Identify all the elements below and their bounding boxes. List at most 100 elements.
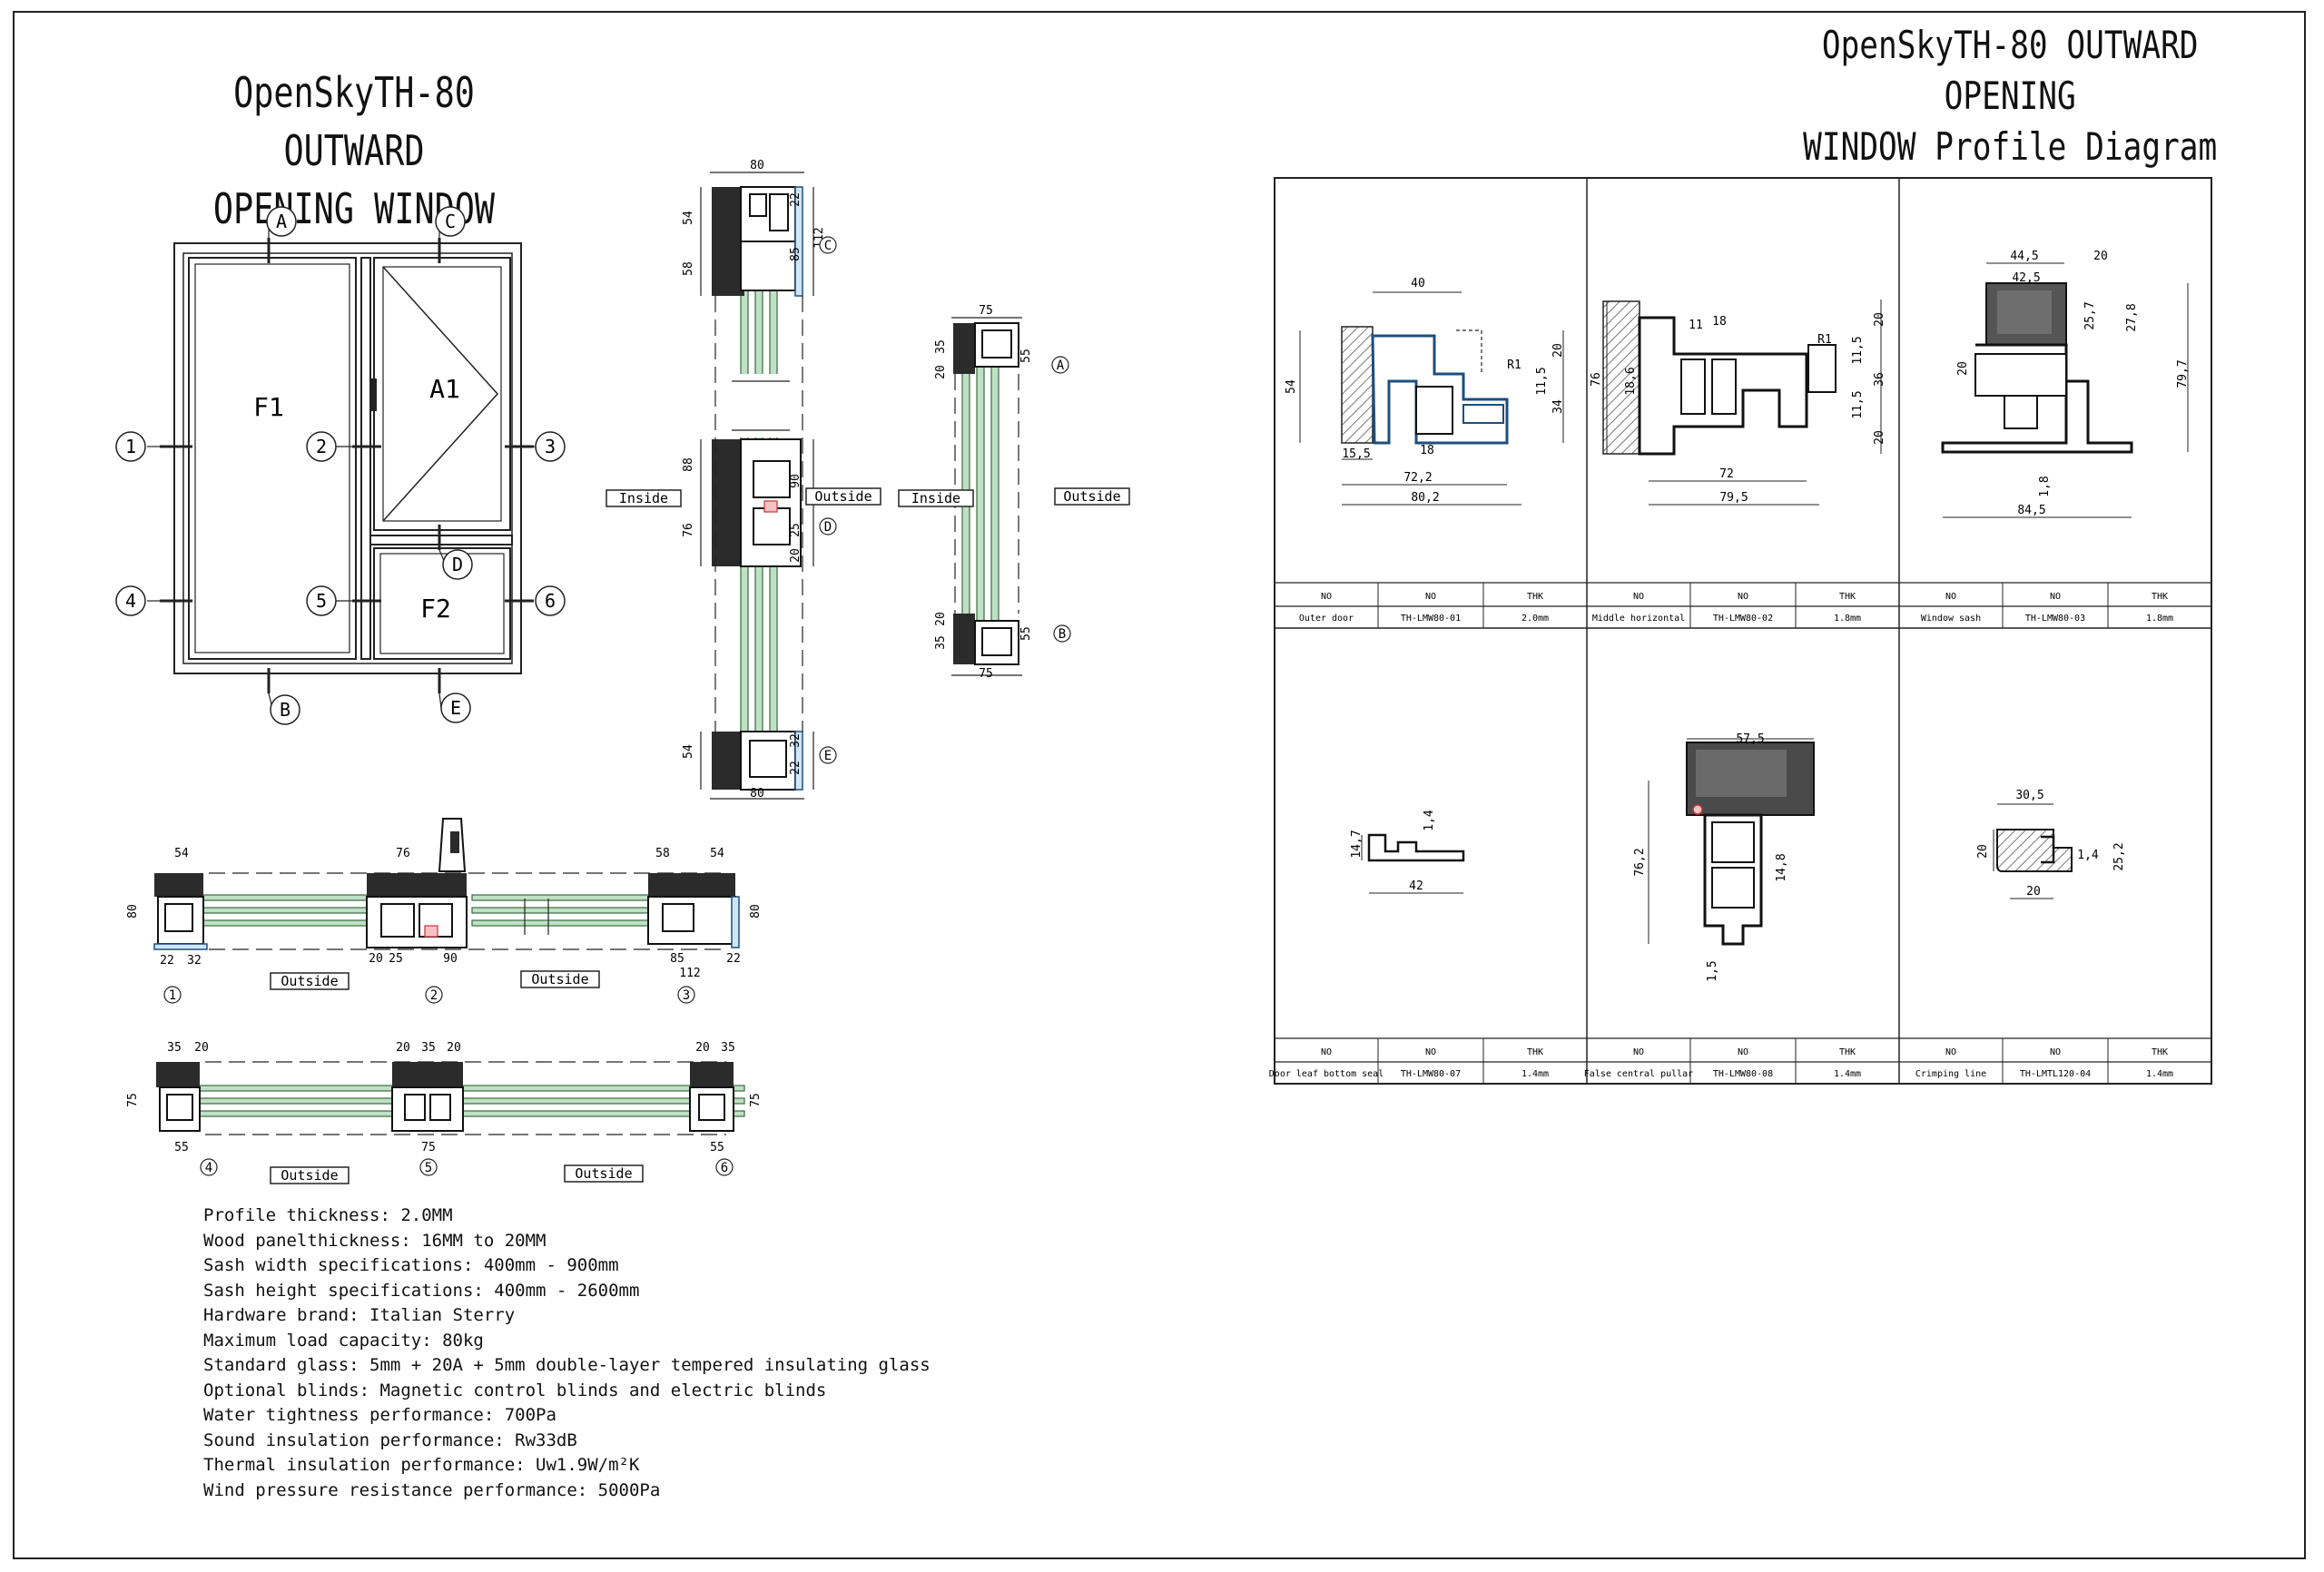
- panel-label-f2: F2: [420, 594, 451, 624]
- profile-middle-horizontal-dims: 11 18 76 18,6 72 79,5 20 11,5 36 11,5 20…: [1590, 312, 1886, 505]
- profile-window-sash-dims: 44,5 20 42,5 25,7 27,8 79,7 20 1,8 84,5: [1956, 250, 2190, 517]
- spec-sound-insulation: Sound insulation performance: Rw33dB: [203, 1430, 577, 1450]
- tbl-code-2: TH-LMW80-02: [1713, 614, 1773, 624]
- bubble-d-label: D: [452, 554, 463, 575]
- pd1-dim-15-5: 15,5: [1342, 447, 1370, 461]
- dim-v1-76: 76: [682, 523, 695, 537]
- dim-h1-80-left: 80: [126, 904, 140, 919]
- vs2-bubble-a: A: [1057, 359, 1065, 373]
- pd5-dim-1-5: 1,5: [1706, 960, 1719, 981]
- pd3-dim-84-5: 84,5: [2017, 504, 2045, 517]
- title-right-line-2: WINDOW Profile Diagram: [1803, 124, 2218, 169]
- drawing-frame: [13, 11, 2306, 1559]
- dim-v2-top-width: 75: [979, 304, 993, 318]
- bubble-6-label: 6: [545, 590, 556, 612]
- bubble-5-label: 5: [316, 590, 327, 612]
- spec-sash-width: Sash width specifications: 400mm - 900mm: [203, 1255, 619, 1275]
- profile-crimping-line: [1993, 803, 2073, 899]
- profile-bottom-seal-dims: 14,7 1,4 42: [1350, 810, 1436, 893]
- pd4-dim-14-7: 14,7: [1350, 830, 1364, 858]
- tbl-thk-1: 2.0mm: [1521, 614, 1549, 624]
- vertical-section-1-bubbles: C D E: [819, 236, 837, 764]
- dim-h2-35: 35: [167, 1041, 182, 1055]
- horizontal-section-2: [156, 1061, 745, 1135]
- tbl-h-4-1: NO: [1321, 1047, 1332, 1057]
- dim-h1-90: 90: [443, 952, 458, 966]
- horizontal-section-2-bubbles: 4 5 6: [200, 1158, 734, 1176]
- pd6-dim-1-4: 1,4: [2077, 849, 2099, 862]
- vertical-section-2-dims: 75 35 20 55 35 20 55 75: [934, 304, 1033, 681]
- spec-water-tightness: Water tightness performance: 700Pa: [203, 1405, 556, 1425]
- pd2-dim-11: 11: [1689, 319, 1703, 332]
- tbl-h-1-2: NO: [1425, 592, 1436, 602]
- dim-h1-85: 85: [670, 952, 684, 966]
- pd6-dim-30-5: 30,5: [2015, 789, 2043, 802]
- spec-max-load: Maximum load capacity: 80kg: [203, 1330, 484, 1351]
- horizontal-section-1: [153, 818, 740, 950]
- pd3-dim-25-7: 25,7: [2083, 301, 2097, 329]
- vertical-section-2-bubbles: A B: [1051, 356, 1071, 643]
- dim-h1-32: 32: [187, 954, 202, 968]
- dim-h1-54: 54: [174, 847, 189, 860]
- dim-h2-20-mid: 20: [396, 1041, 410, 1055]
- pd2-dim-11-5-b: 11,5: [1851, 390, 1865, 418]
- tbl-thk-2: 1.8mm: [1834, 614, 1861, 624]
- dim-h2-75-mid: 75: [421, 1141, 436, 1154]
- bubble-2-label: 2: [316, 436, 327, 457]
- panel-f1-glass: [194, 263, 350, 653]
- dim-h2-20: 20: [194, 1041, 209, 1055]
- window-elevation: [147, 221, 536, 709]
- bubble-e: E: [440, 693, 471, 723]
- dim-v1-20: 20: [789, 548, 803, 563]
- bubble-b: B: [270, 694, 300, 725]
- dim-v2-20: 20: [934, 365, 948, 379]
- tbl-code-1: TH-LMW80-01: [1401, 614, 1461, 624]
- dim-v1-22: 22: [789, 192, 803, 207]
- tbl-thk-5: 1.4mm: [1834, 1069, 1861, 1079]
- profile-bottom-seal: [1361, 833, 1465, 894]
- label-inside-2: Inside: [911, 490, 960, 506]
- label-outside-1: Outside: [814, 488, 872, 505]
- dim-h1-54-right: 54: [710, 847, 724, 860]
- tbl-h-1-1: NO: [1321, 592, 1332, 602]
- dim-h2-55-right: 55: [710, 1141, 724, 1154]
- hs1-bubble-2: 2: [430, 988, 438, 1003]
- dim-v2-55-bottom: 55: [1019, 626, 1033, 641]
- spec-optional-blinds: Optional blinds: Magnetic control blinds…: [203, 1380, 827, 1400]
- dim-v1-top-width: 80: [750, 159, 764, 172]
- profile-false-central: [1648, 738, 1815, 946]
- pd6-dim-20-bottom: 20: [2026, 885, 2041, 899]
- hs1-bubble-1: 1: [169, 988, 176, 1003]
- pd3-dim-1-8: 1,8: [2038, 476, 2052, 496]
- dim-h1-76: 76: [396, 847, 410, 860]
- pd3-dim-20-left: 20: [1956, 361, 1970, 376]
- dim-h1-58: 58: [655, 847, 670, 860]
- label-outside-4: Outside: [531, 971, 588, 987]
- sash-opening-indicator: [382, 266, 499, 522]
- tbl-h-3-2: NO: [2050, 592, 2061, 602]
- tbl-name-4: Door leaf bottom seal: [1269, 1069, 1384, 1079]
- pd5-dim-76-2: 76,2: [1633, 848, 1647, 876]
- elevation-outer-frame: [173, 242, 522, 674]
- pd1-dim-20: 20: [1551, 343, 1565, 358]
- vs1-bubble-e: E: [824, 749, 832, 763]
- tbl-h-2-2: NO: [1738, 592, 1748, 602]
- dim-h2-55: 55: [174, 1141, 189, 1154]
- pd2-dim-20-b: 20: [1873, 430, 1886, 445]
- profile-outer-door-dims: 40 54 15,5 18 72,2 80,2 20 11,5 34 R1: [1285, 277, 1565, 505]
- label-outside-3: Outside: [281, 973, 338, 989]
- tbl-name-6: Crimping line: [1915, 1069, 1986, 1079]
- pd3-dim-44-5: 44,5: [2010, 250, 2038, 263]
- spec-wind-pressure: Wind pressure resistance performance: 50…: [203, 1479, 661, 1500]
- dim-v1-bottom-width: 80: [750, 787, 764, 801]
- panel-label-f1: F1: [253, 392, 284, 422]
- tbl-h-5-3: THK: [1839, 1047, 1856, 1057]
- bubble-c: C: [435, 206, 466, 237]
- tbl-name-2: Middle horizontal: [1592, 614, 1685, 624]
- pd1-dim-72-2: 72,2: [1403, 471, 1432, 485]
- title-right: OpenSkyTH-80 OUTWARD OPENING WINDOW Prof…: [1779, 20, 2240, 172]
- tbl-code-3: TH-LMW80-03: [2025, 614, 2085, 624]
- bubble-d: D: [442, 549, 473, 580]
- dim-v1-58: 58: [682, 261, 695, 276]
